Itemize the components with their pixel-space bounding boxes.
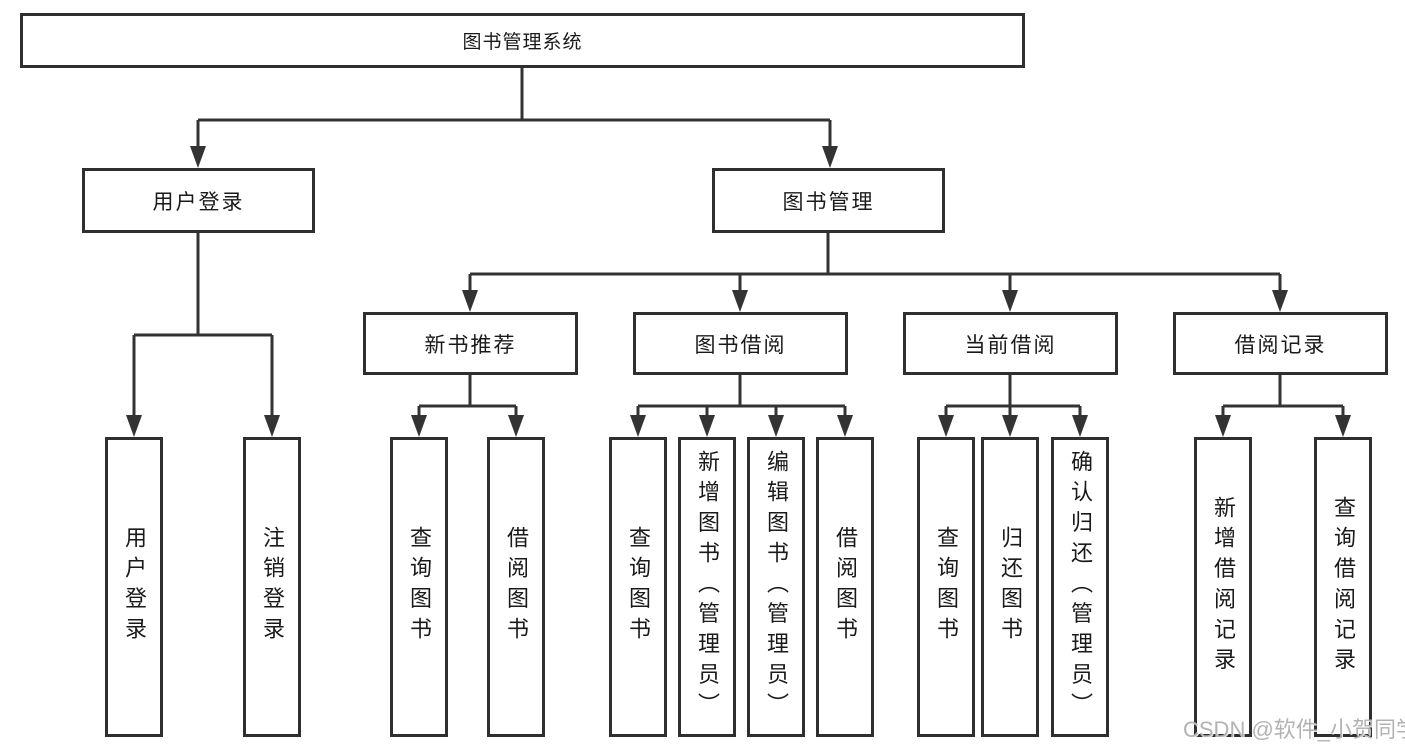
node-label: 查询图书	[407, 526, 432, 648]
leaf-query-borrow-record: 查询借阅记录	[1314, 437, 1372, 737]
arrowhead	[837, 415, 853, 437]
arrowhead	[1215, 415, 1231, 437]
connector-book-borrow-to-children	[636, 375, 847, 419]
node-borrow-records: 借阅记录	[1173, 312, 1388, 375]
node-user-login: 用户登录	[82, 168, 315, 233]
node-book-management: 图书管理	[712, 168, 945, 233]
arrowhead	[1272, 290, 1288, 312]
connector-book-management-to-sections	[468, 233, 1282, 294]
leaf-query-books-current: 查询图书	[917, 437, 975, 737]
leaf-add-book-admin: 新增图书（管理员）	[678, 437, 736, 737]
connector-root-to-level2	[196, 68, 832, 150]
leaf-user-login: 用户登录	[105, 437, 163, 737]
node-label: 新书推荐	[424, 333, 517, 357]
node-label: 确认归还（管理员）	[1068, 450, 1093, 724]
node-library-management-system: 图书管理系统	[20, 13, 1025, 68]
arrowhead	[1335, 415, 1351, 437]
node-label: 查询图书	[626, 526, 651, 648]
leaf-borrow-books: 借阅图书	[816, 437, 874, 737]
node-label: 新增图书（管理员）	[695, 450, 720, 724]
arrowhead	[822, 146, 838, 168]
arrowhead	[699, 415, 715, 437]
leaf-confirm-return-admin: 确认归还（管理员）	[1051, 437, 1109, 737]
node-label: 用户登录	[152, 190, 245, 214]
node-label: 查询借阅记录	[1331, 495, 1356, 679]
node-label: 图书管理系统	[462, 32, 583, 53]
arrowhead	[462, 290, 478, 312]
node-label: 用户登录	[122, 526, 147, 648]
leaf-borrow-books-recommend: 借阅图书	[487, 437, 545, 737]
arrowhead	[264, 415, 280, 437]
node-label: 新增借阅记录	[1211, 495, 1236, 679]
csdn-watermark: CSDN @软件_小贺同学	[1183, 717, 1405, 742]
connector-user-login-to-children	[132, 233, 274, 419]
node-label: 编辑图书（管理员）	[764, 450, 789, 724]
node-label: 借阅图书	[504, 526, 529, 648]
connector-borrow-records-to-children	[1221, 375, 1345, 419]
node-label: 图书管理	[782, 190, 875, 214]
node-label: 查询图书	[934, 526, 959, 648]
node-label: 借阅图书	[833, 526, 858, 648]
leaf-query-books-recommend: 查询图书	[390, 437, 448, 737]
node-book-borrow: 图书借阅	[633, 312, 848, 375]
arrowhead	[630, 415, 646, 437]
arrowhead	[1002, 415, 1018, 437]
connector-current-borrow-to-children	[944, 375, 1082, 419]
connector-new-book-recommend-to-children	[417, 375, 518, 419]
arrowhead	[190, 146, 206, 168]
node-label: 图书借阅	[694, 333, 787, 357]
node-current-borrow: 当前借阅	[903, 312, 1118, 375]
arrowhead	[938, 415, 954, 437]
node-label: 注销登录	[260, 526, 285, 648]
arrowhead	[411, 415, 427, 437]
leaf-add-borrow-record: 新增借阅记录	[1194, 437, 1252, 737]
leaf-return-book: 归还图书	[981, 437, 1039, 737]
node-label: 借阅记录	[1234, 333, 1327, 357]
leaf-logout: 注销登录	[243, 437, 301, 737]
arrowhead	[1002, 290, 1018, 312]
arrowhead	[768, 415, 784, 437]
arrowhead	[1072, 415, 1088, 437]
arrowhead	[732, 290, 748, 312]
arrowhead	[508, 415, 524, 437]
arrowhead	[126, 415, 142, 437]
node-new-book-recommend: 新书推荐	[363, 312, 578, 375]
node-label: 归还图书	[998, 526, 1023, 648]
leaf-edit-book-admin: 编辑图书（管理员）	[747, 437, 805, 737]
node-label: 当前借阅	[964, 333, 1057, 357]
leaf-query-books-borrow: 查询图书	[609, 437, 667, 737]
